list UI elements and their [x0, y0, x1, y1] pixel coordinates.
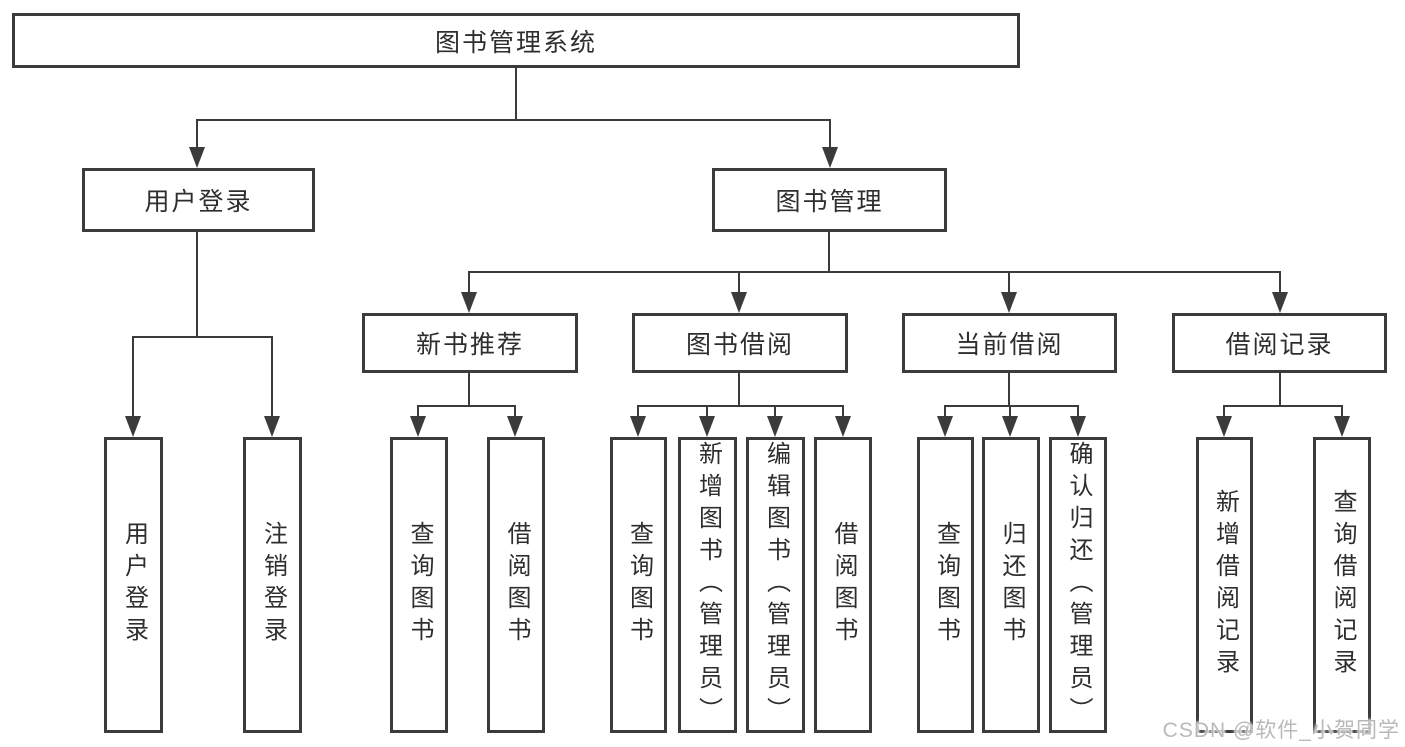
- leaf-edit-books-admin: 编辑图书（管理员）: [746, 437, 805, 733]
- arrow-down-icon: [699, 416, 715, 437]
- connector-stem: [738, 373, 740, 406]
- leaf-label: 查询图书: [625, 521, 653, 649]
- connector-bar: [417, 405, 516, 407]
- arrow-down-icon: [767, 416, 783, 437]
- leaf-label: 确认归还（管理员）: [1065, 441, 1092, 729]
- connector-bar: [1223, 405, 1343, 407]
- arrow-down-icon: [1070, 416, 1086, 437]
- node-label: 图书借阅: [685, 331, 794, 359]
- arrow-down-icon: [1002, 416, 1018, 437]
- arrow-down-icon: [507, 416, 523, 437]
- connector-stem: [515, 68, 517, 120]
- node-user-login: 用户登录: [82, 168, 315, 232]
- leaf-borrow-books-recommend: 借阅图书: [487, 437, 545, 733]
- connector-stem: [1279, 373, 1281, 406]
- connector-drop: [774, 405, 776, 420]
- leaf-query-books-recommend: 查询图书: [390, 437, 448, 733]
- arrow-down-icon: [835, 416, 851, 437]
- leaf-label: 注销登录: [259, 521, 287, 649]
- connector-bar: [196, 119, 831, 121]
- node-library-management-system: 图书管理系统: [12, 13, 1020, 68]
- node-label: 图书管理: [775, 188, 884, 216]
- arrow-down-icon: [461, 292, 477, 313]
- arrow-down-icon: [937, 416, 953, 437]
- connector-drop: [468, 271, 470, 296]
- connector-drop: [1223, 405, 1225, 420]
- node-label: 用户登录: [144, 188, 253, 216]
- connector-drop: [1341, 405, 1343, 420]
- leaf-label: 查询图书: [406, 521, 433, 649]
- arrow-down-icon: [1272, 292, 1288, 313]
- leaf-logout: 注销登录: [243, 437, 302, 733]
- arrow-down-icon: [731, 292, 747, 313]
- leaf-return-books: 归还图书: [982, 437, 1040, 733]
- leaf-user-login: 用户登录: [104, 437, 163, 733]
- connector-drop: [706, 405, 708, 420]
- node-book-management: 图书管理: [712, 168, 947, 232]
- leaf-label: 新增图书（管理员）: [694, 441, 722, 729]
- arrow-down-icon: [1216, 416, 1232, 437]
- node-book-borrow: 图书借阅: [632, 313, 848, 373]
- connector-drop: [1009, 405, 1011, 420]
- node-new-book-recommend: 新书推荐: [362, 313, 578, 373]
- leaf-label: 用户登录: [120, 521, 148, 649]
- arrow-down-icon: [189, 147, 205, 168]
- leaf-query-books-current: 查询图书: [917, 437, 974, 733]
- leaf-label: 查询借阅记录: [1329, 489, 1356, 681]
- arrow-down-icon: [125, 416, 141, 437]
- connector-bar: [637, 405, 844, 407]
- arrow-down-icon: [410, 416, 426, 437]
- connector-drop: [637, 405, 639, 420]
- arrow-down-icon: [822, 147, 838, 168]
- connector-bar: [944, 405, 1079, 407]
- arrow-down-icon: [630, 416, 646, 437]
- node-label: 新书推荐: [415, 331, 524, 359]
- leaf-label: 查询图书: [932, 521, 960, 649]
- leaf-confirm-return-admin: 确认归还（管理员）: [1049, 437, 1107, 733]
- leaf-label: 借阅图书: [830, 521, 857, 649]
- node-current-borrow: 当前借阅: [902, 313, 1117, 373]
- connector-stem: [1008, 373, 1010, 406]
- connector-stem: [196, 232, 198, 337]
- leaf-label: 编辑图书（管理员）: [762, 441, 790, 729]
- connector-drop: [944, 405, 946, 420]
- arrow-down-icon: [1334, 416, 1350, 437]
- arrow-down-icon: [264, 416, 280, 437]
- node-label: 当前借阅: [955, 331, 1064, 359]
- connector-drop: [417, 405, 419, 420]
- leaf-add-borrow-record: 新增借阅记录: [1196, 437, 1253, 733]
- leaf-label: 借阅图书: [503, 521, 530, 649]
- connector-drop: [514, 405, 516, 420]
- connector-stem: [828, 232, 830, 272]
- connector-drop: [1077, 405, 1079, 420]
- connector-stem: [468, 373, 470, 406]
- connector-drop: [738, 271, 740, 296]
- connector-drop: [1008, 271, 1010, 296]
- connector-drop: [842, 405, 844, 420]
- connector-drop: [196, 119, 198, 151]
- connector-drop: [829, 119, 831, 151]
- connector-drop: [132, 336, 134, 420]
- leaf-label: 新增借阅记录: [1211, 489, 1239, 681]
- node-label: 图书管理系统: [434, 28, 597, 57]
- node-borrow-records: 借阅记录: [1172, 313, 1387, 373]
- leaf-label: 归还图书: [998, 521, 1025, 649]
- arrow-down-icon: [1001, 292, 1017, 313]
- leaf-add-books-admin: 新增图书（管理员）: [678, 437, 737, 733]
- leaf-borrow-books: 借阅图书: [814, 437, 872, 733]
- node-label: 借阅记录: [1225, 331, 1334, 359]
- connector-bar: [468, 271, 1281, 273]
- connector-drop: [1279, 271, 1281, 296]
- leaf-query-borrow-record: 查询借阅记录: [1313, 437, 1371, 733]
- connector-drop: [271, 336, 273, 420]
- connector-bar: [132, 336, 273, 338]
- csdn-watermark: CSDN @软件_小贺同学: [1162, 719, 1400, 742]
- leaf-query-books-borrow: 查询图书: [610, 437, 667, 733]
